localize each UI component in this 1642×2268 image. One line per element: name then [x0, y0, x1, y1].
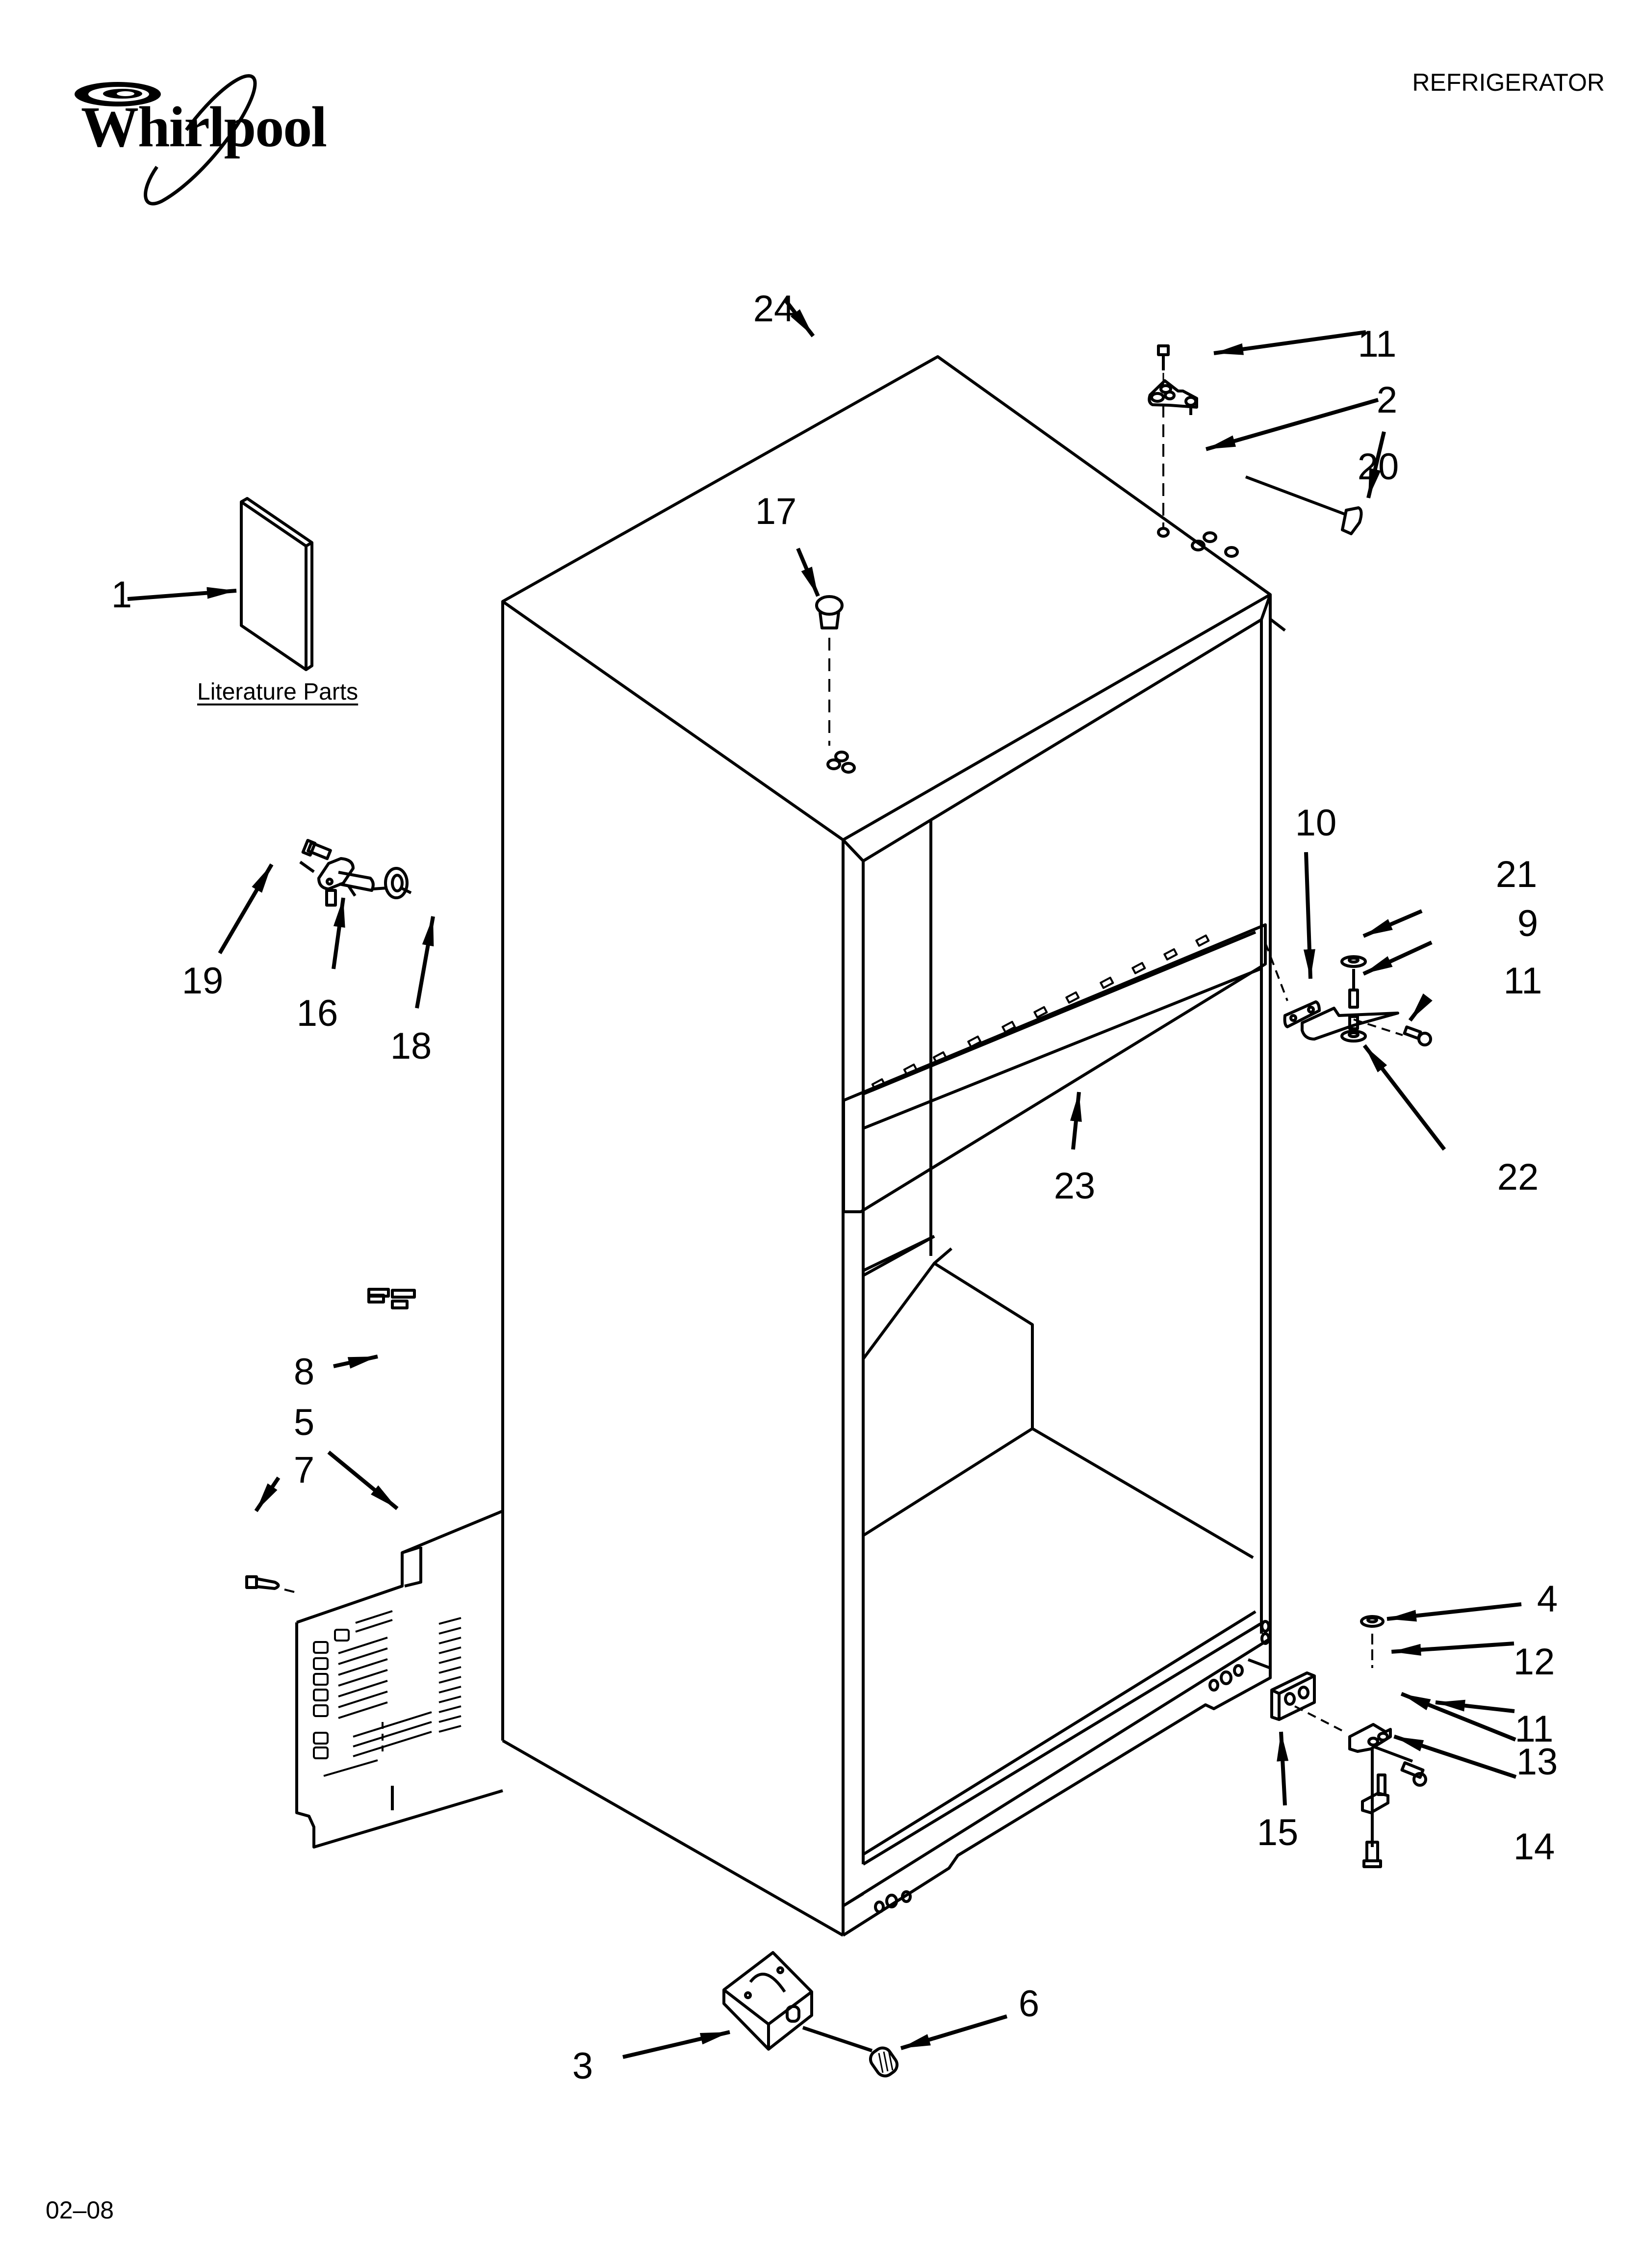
leader-24: [783, 298, 815, 338]
callout-10[interactable]: 10: [1295, 802, 1337, 844]
leveling-screw: [802, 2026, 899, 2078]
callout-13[interactable]: 13: [1516, 1741, 1558, 1783]
leader-12: [1391, 1642, 1514, 1656]
document-type: REFRIGERATOR: [1412, 69, 1605, 96]
callout-1[interactable]: 1: [111, 574, 132, 616]
cabinet: [501, 355, 1286, 1937]
leader-23: [1070, 1092, 1082, 1150]
bottom-hinge-assembly: [1247, 1615, 1427, 1868]
callout-8[interactable]: 8: [293, 1351, 315, 1393]
leader-21: [1362, 909, 1423, 938]
callout-17[interactable]: 17: [755, 491, 797, 532]
callout-7[interactable]: 7: [293, 1449, 315, 1491]
leader-2: [1206, 398, 1379, 451]
center-hinge-assembly: [1264, 942, 1432, 1046]
leveling-roller: [722, 1951, 813, 2051]
callout-9[interactable]: 9: [1517, 903, 1539, 944]
leader-22: [1362, 1044, 1446, 1151]
rear-access-panel: [295, 1510, 504, 1849]
leader-10: [1303, 852, 1315, 979]
revision-code: 02–08: [46, 2196, 114, 2224]
hinge-cap: [1245, 475, 1363, 535]
whirlpool-logo: Whirlpool: [59, 64, 334, 211]
callout-16[interactable]: 16: [296, 992, 338, 1034]
literature-parts-label: Literature Parts: [197, 679, 359, 705]
callout-6[interactable]: 6: [1018, 1983, 1040, 2025]
plug-top: [815, 595, 844, 746]
callout-2[interactable]: 2: [1376, 379, 1398, 421]
callout-14[interactable]: 14: [1513, 1826, 1555, 1868]
leader-13: [1400, 1692, 1516, 1742]
panel-screw: [245, 1575, 295, 1593]
leader-17: [796, 547, 820, 597]
center-rail: [842, 923, 1267, 1213]
screw-top-hinge: [1157, 344, 1170, 538]
leader-14: [1393, 1734, 1517, 1779]
leader-7: [254, 1476, 281, 1512]
door-stop-assembly: [299, 838, 412, 907]
callout-21[interactable]: 21: [1495, 854, 1538, 895]
brand-name: Whirlpool: [81, 95, 327, 159]
leader-15: [1277, 1731, 1289, 1806]
leader-8: [333, 1355, 378, 1369]
callout-5[interactable]: 5: [293, 1402, 315, 1443]
callout-11-center-hinge-screw[interactable]: 11: [1503, 960, 1542, 1002]
callout-leaders: [127, 298, 1522, 2059]
callout-11-top-hinge-screw[interactable]: 11: [1358, 323, 1397, 365]
callout-19[interactable]: 19: [181, 960, 224, 1002]
callout-22[interactable]: 22: [1497, 1156, 1539, 1198]
callout-12[interactable]: 12: [1513, 1641, 1555, 1683]
leader-16: [332, 897, 345, 969]
callout-23[interactable]: 23: [1053, 1165, 1096, 1207]
callout-11-bottom-hinge-screw[interactable]: 11: [1514, 1708, 1554, 1750]
leader-11c: [1435, 1699, 1515, 1713]
leader-9: [1362, 940, 1433, 976]
leader-19: [218, 863, 274, 955]
callout-3[interactable]: 3: [572, 2045, 593, 2087]
leader-11a: [1213, 330, 1366, 355]
leader-4: [1386, 1602, 1522, 1622]
callout-24[interactable]: 24: [753, 288, 795, 330]
leader-6: [900, 2014, 1008, 2050]
leader-5: [327, 1450, 399, 1511]
literature-booklet: [240, 497, 313, 671]
leader-3: [622, 2030, 730, 2059]
callout-20[interactable]: 20: [1357, 446, 1399, 488]
swirl-logo-icon: [75, 74, 257, 206]
leader-18: [415, 916, 435, 1009]
clip: [367, 1288, 416, 1309]
callout-15[interactable]: 15: [1257, 1812, 1299, 1853]
callout-4[interactable]: 4: [1537, 1578, 1558, 1620]
top-hinge: [1148, 379, 1198, 415]
callout-18[interactable]: 18: [390, 1025, 432, 1067]
leader-20: [1366, 431, 1386, 498]
leader-1: [127, 587, 237, 601]
leader-11b: [1408, 993, 1433, 1022]
